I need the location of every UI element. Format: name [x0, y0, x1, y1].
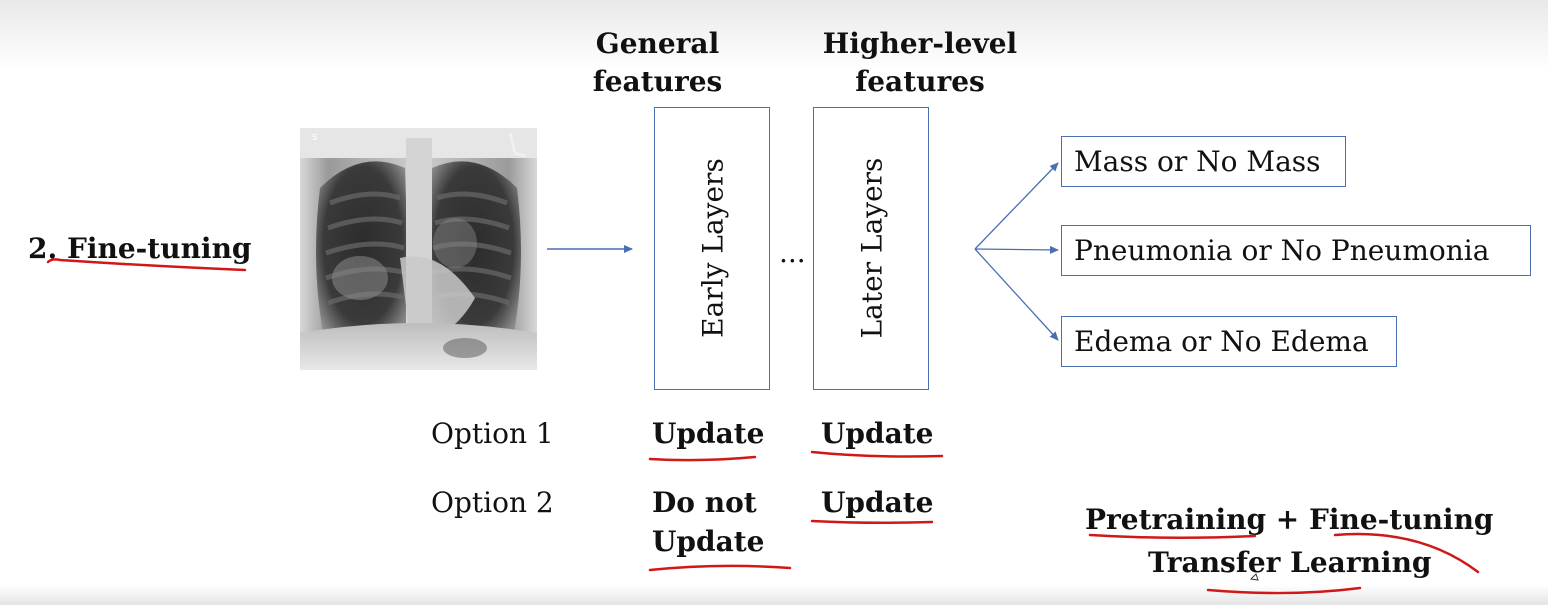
option-2-later: Update: [821, 486, 934, 519]
output-arrow-pneumonia: [974, 245, 1059, 254]
underline-option1-early: [648, 455, 757, 462]
output-mass: Mass or No Mass: [1061, 136, 1346, 187]
option-2-early-line2: Update: [652, 525, 765, 558]
pen-cursor-icon: [1249, 573, 1259, 581]
xray-corner-letter: s: [312, 130, 318, 143]
summary-line1: Pretraining + Fine-tuning: [1085, 503, 1494, 536]
underline-fine-tuning-summary: [1333, 532, 1480, 574]
summary-line2: Transfer Learning: [1148, 546, 1432, 579]
underline-pretraining: [1088, 533, 1257, 540]
option-2-early-line1: Do not: [652, 486, 757, 519]
layers-ellipsis: ...: [779, 236, 806, 269]
header-general-line2: features: [592, 65, 723, 98]
option-1-later: Update: [821, 417, 934, 450]
underline-option1-later: [810, 450, 944, 458]
chest-xray-icon: [300, 128, 537, 370]
bottom-shadow: [0, 585, 1548, 605]
chest-xray-image: s: [300, 128, 537, 370]
underline-transfer-learning: [1206, 586, 1362, 595]
top-shadow: [0, 0, 1548, 70]
underline-fine-tuning: [46, 258, 247, 272]
underline-option2-later: [810, 519, 934, 525]
later-layers-box: [813, 107, 929, 390]
output-arrow-mass: [974, 162, 1059, 250]
header-higher-level-features: Higher-level features: [795, 25, 1045, 101]
header-higher-line1: Higher-level: [822, 27, 1018, 60]
header-general-features: General features: [570, 25, 745, 101]
early-layers-box: [654, 107, 770, 390]
header-higher-line2: features: [855, 65, 985, 98]
header-general-line1: General: [595, 27, 720, 60]
option-1-early: Update: [652, 417, 765, 450]
underline-option2-early: [648, 564, 792, 572]
output-arrow-edema: [974, 248, 1059, 341]
option-2-label: Option 2: [431, 486, 554, 519]
option-1-label: Option 1: [431, 417, 554, 450]
output-pneumonia: Pneumonia or No Pneumonia: [1061, 225, 1531, 276]
output-edema: Edema or No Edema: [1061, 316, 1397, 367]
